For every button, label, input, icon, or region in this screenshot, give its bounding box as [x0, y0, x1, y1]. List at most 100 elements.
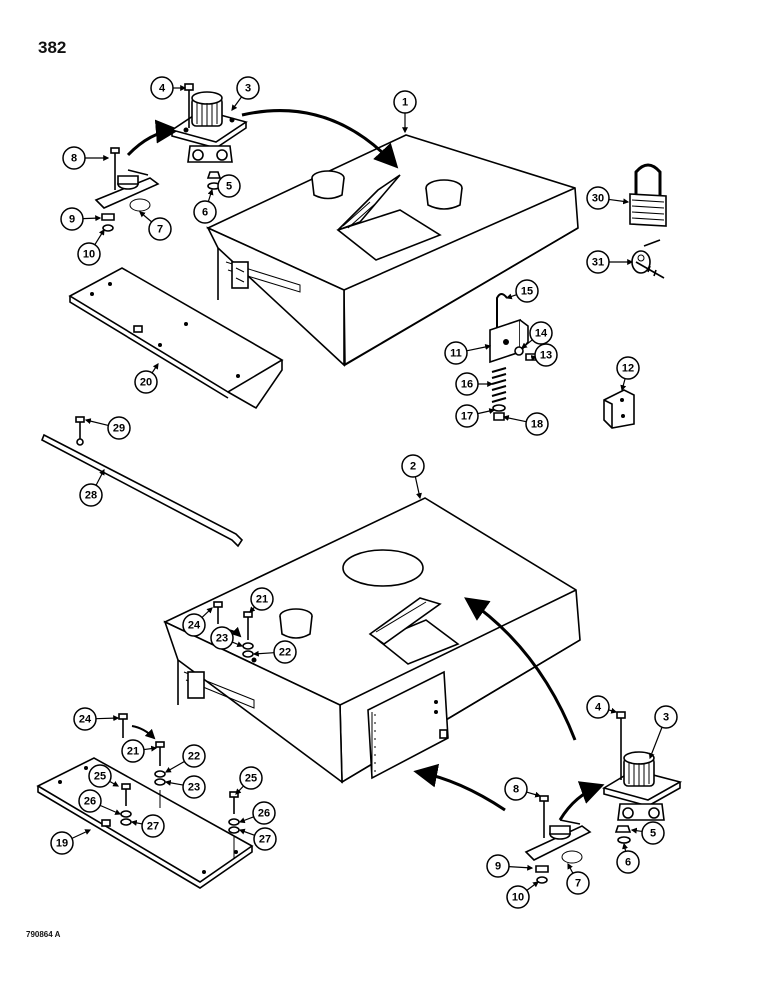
- hasp-upper: [94, 147, 160, 232]
- callout-circle: [148, 217, 172, 241]
- leader-line-12: [620, 378, 627, 392]
- callout-19: 19: [50, 831, 74, 855]
- callout-label: 21: [127, 746, 139, 758]
- assembly-arrow: [241, 109, 399, 169]
- callout-24: 24: [182, 613, 206, 637]
- callout-11: 11: [444, 341, 468, 365]
- callout-20: 20: [134, 370, 158, 394]
- callout-label: 6: [625, 857, 631, 869]
- callout-label: 24: [188, 620, 201, 632]
- leader-line-2: [414, 476, 422, 500]
- callout-circle: [455, 404, 479, 428]
- leader-line-9: [508, 864, 534, 871]
- callout-circle: [529, 321, 553, 345]
- leader-line-23: [231, 641, 244, 648]
- leader-line-23: [164, 779, 184, 786]
- assembly-arrow: [464, 597, 577, 741]
- callout-circle: [88, 764, 112, 788]
- callout-circle: [444, 341, 468, 365]
- callout-label: 8: [71, 153, 77, 165]
- callout-label: 21: [256, 594, 268, 606]
- callout-4: 4: [586, 695, 610, 719]
- page-number: 382: [38, 38, 67, 57]
- callout-label: 25: [94, 771, 106, 783]
- callout-bubbles: 1234567891011121314151617181920212223242…: [50, 76, 678, 909]
- leader-line-26: [238, 816, 254, 824]
- callout-label: 17: [461, 411, 473, 423]
- callout-13: 13: [534, 343, 558, 367]
- callout-29: 29: [107, 416, 131, 440]
- callout-circle: [239, 766, 263, 790]
- callout-circle: [506, 885, 530, 909]
- bottom-plate-20: [68, 267, 284, 410]
- callout-label: 1: [402, 97, 408, 109]
- callout-label: 9: [495, 861, 501, 873]
- callout-circle: [566, 871, 590, 895]
- callout-circle: [141, 814, 165, 838]
- callout-circle: [534, 343, 558, 367]
- leader-line-26: [99, 804, 122, 815]
- callout-label: 24: [79, 714, 92, 726]
- callout-label: 28: [85, 490, 97, 502]
- callout-22: 22: [182, 744, 206, 768]
- leader-line-3: [648, 727, 663, 760]
- callout-label: 5: [226, 181, 232, 193]
- callout-circle: [455, 372, 479, 396]
- callout-17: 17: [455, 404, 479, 428]
- leader-line-27: [130, 819, 143, 826]
- callout-label: 12: [622, 363, 634, 375]
- callout-circle: [515, 279, 539, 303]
- callout-8: 8: [504, 777, 528, 801]
- leader-line-14: [521, 339, 533, 349]
- callout-circle: [393, 90, 417, 114]
- leader-line-4: [608, 707, 618, 714]
- callout-16: 16: [455, 372, 479, 396]
- assembly-arrow: [126, 119, 180, 157]
- leader-line-15: [505, 293, 517, 300]
- callout-2: 2: [401, 454, 425, 478]
- callout-circle: [121, 739, 145, 763]
- callout-label: 18: [531, 419, 543, 431]
- callout-circle: [150, 76, 174, 100]
- callout-circle: [77, 242, 101, 266]
- callout-circle: [401, 454, 425, 478]
- leader-line-29: [84, 418, 109, 426]
- leader-lines: [71, 85, 663, 891]
- leader-line-3: [231, 96, 243, 111]
- leader-line-22: [164, 760, 185, 773]
- callout-circle: [641, 821, 665, 845]
- callout-label: 13: [540, 350, 552, 362]
- callout-label: 15: [521, 286, 533, 298]
- callout-27: 27: [253, 827, 277, 851]
- callout-circle: [273, 640, 297, 664]
- leader-line-17: [477, 408, 496, 415]
- callout-label: 7: [157, 224, 163, 236]
- callout-6: 6: [193, 200, 217, 224]
- callout-21: 21: [250, 587, 274, 611]
- leader-line-10: [526, 881, 539, 891]
- callout-label: 27: [259, 834, 271, 846]
- callout-circle: [486, 854, 510, 878]
- callout-circle: [73, 707, 97, 731]
- leader-line-18: [502, 415, 527, 423]
- callout-label: 30: [592, 193, 604, 205]
- callout-6: 6: [616, 850, 640, 874]
- callout-label: 19: [56, 838, 68, 850]
- callout-label: 27: [147, 821, 159, 833]
- callout-label: 26: [84, 796, 96, 808]
- callout-4: 4: [150, 76, 174, 100]
- callout-8: 8: [62, 146, 86, 170]
- callout-22: 22: [273, 640, 297, 664]
- leader-line-19: [71, 829, 92, 839]
- callout-25: 25: [239, 766, 263, 790]
- callout-label: 7: [575, 878, 581, 890]
- callout-label: 22: [279, 647, 291, 659]
- callout-12: 12: [616, 356, 640, 380]
- assembly-arrow: [413, 763, 506, 812]
- callout-circle: [586, 250, 610, 274]
- callout-31: 31: [586, 250, 610, 274]
- callout-label: 4: [595, 702, 602, 714]
- callout-3: 3: [654, 705, 678, 729]
- latch-knob-assembly-lower: [601, 711, 683, 844]
- key-31: [631, 239, 665, 279]
